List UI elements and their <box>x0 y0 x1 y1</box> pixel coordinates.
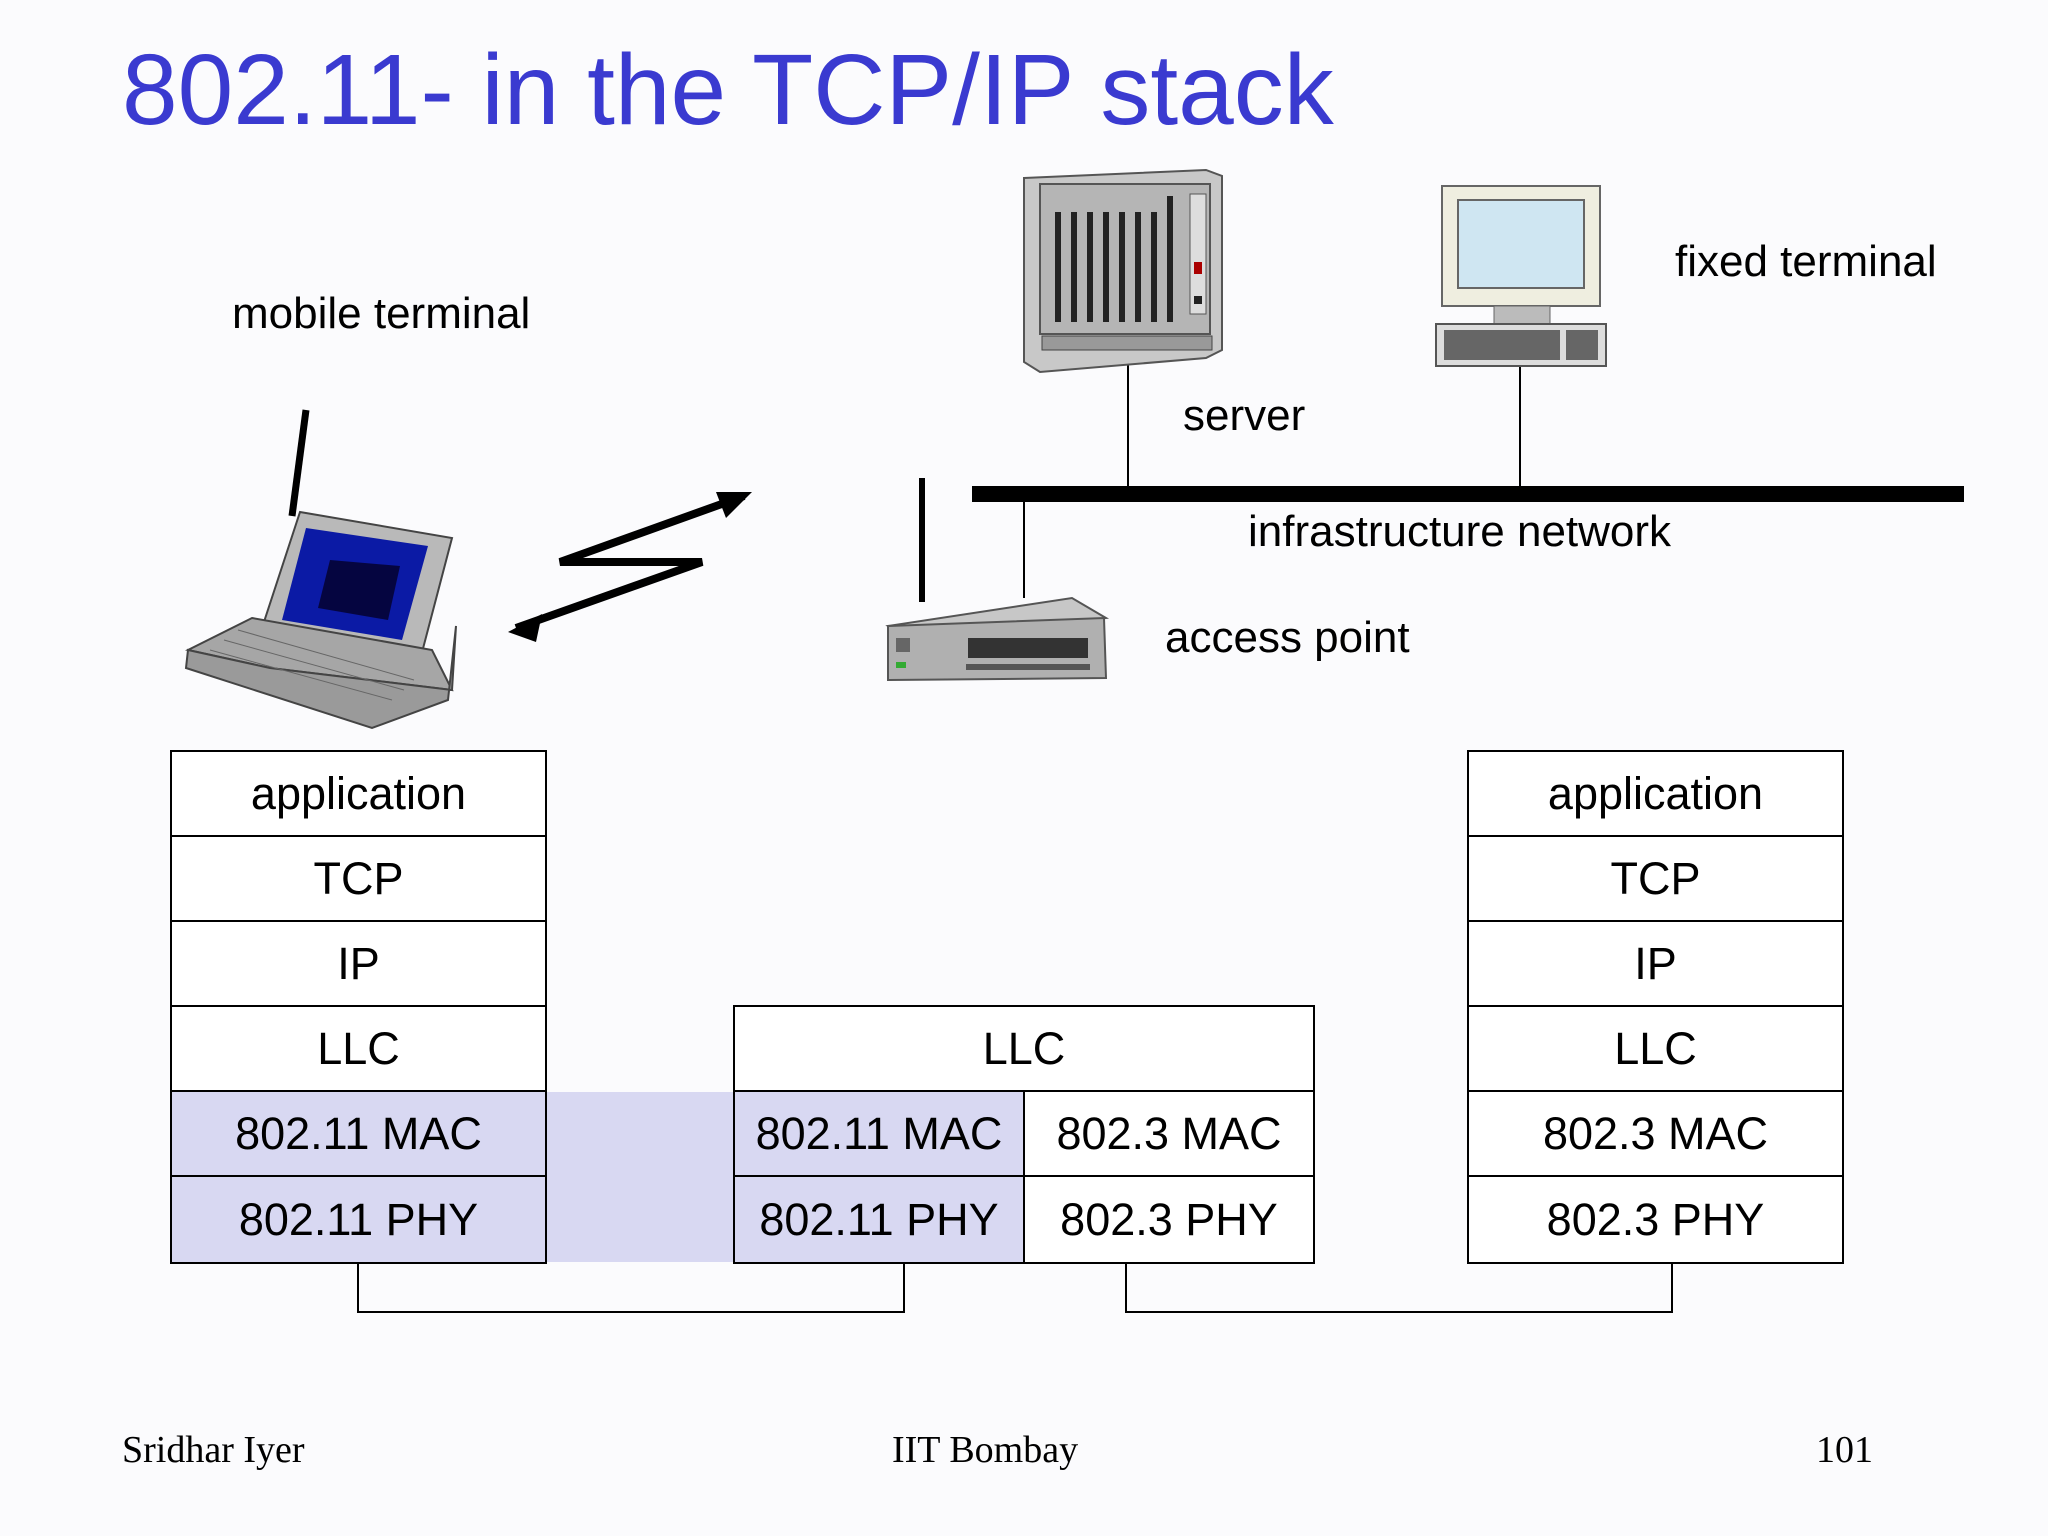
footer-author: Sridhar Iyer <box>122 1429 305 1471</box>
mobile-stack-80211-phy: 802.11 PHY <box>170 1175 547 1264</box>
mobile-stack-llc: LLC <box>170 1005 547 1092</box>
ap-stack-80211-mac: 802.11 MAC <box>733 1090 1025 1177</box>
wireless-link-icon <box>508 492 752 642</box>
mobile-stack-application: application <box>170 750 547 837</box>
mobile-terminal-label: mobile terminal <box>232 289 531 338</box>
fixed-stack-tcp: TCP <box>1467 835 1844 922</box>
wired-phy-link <box>1125 1262 1673 1313</box>
ap-stack-8023-phy: 802.3 PHY <box>1023 1175 1315 1264</box>
access-point-icon <box>885 478 1110 682</box>
fixed-stack-application: application <box>1467 750 1844 837</box>
infrastructure-network-bus <box>972 486 1964 502</box>
fixed-terminal-label: fixed terminal <box>1675 237 1937 286</box>
ap-stack-llc: LLC <box>733 1005 1315 1092</box>
ap-stack-80211-phy: 802.11 PHY <box>733 1175 1025 1264</box>
server-icon <box>1023 168 1223 374</box>
ap-stack-8023-mac: 802.3 MAC <box>1023 1090 1315 1177</box>
infrastructure-network-label: infrastructure network <box>1248 507 1672 556</box>
footer-page-number: 101 <box>1816 1429 1873 1471</box>
fixed-stack-8023-mac: 802.3 MAC <box>1467 1090 1844 1177</box>
slide-title: 802.11- in the TCP/IP stack <box>122 34 1334 146</box>
server-label: server <box>1183 391 1306 440</box>
wireless-phy-link <box>357 1262 905 1313</box>
desktop-computer-icon <box>1435 185 1607 367</box>
laptop-icon <box>184 409 457 730</box>
access-point-label: access point <box>1165 613 1410 662</box>
wireless-medium-band <box>546 1092 734 1262</box>
fixed-stack-ip: IP <box>1467 920 1844 1007</box>
fixed-stack-llc: LLC <box>1467 1005 1844 1092</box>
mobile-stack-80211-mac: 802.11 MAC <box>170 1090 547 1177</box>
mobile-stack-ip: IP <box>170 920 547 1007</box>
mobile-stack-tcp: TCP <box>170 835 547 922</box>
footer-institution: IIT Bombay <box>892 1429 1079 1471</box>
fixed-stack-8023-phy: 802.3 PHY <box>1467 1175 1844 1264</box>
